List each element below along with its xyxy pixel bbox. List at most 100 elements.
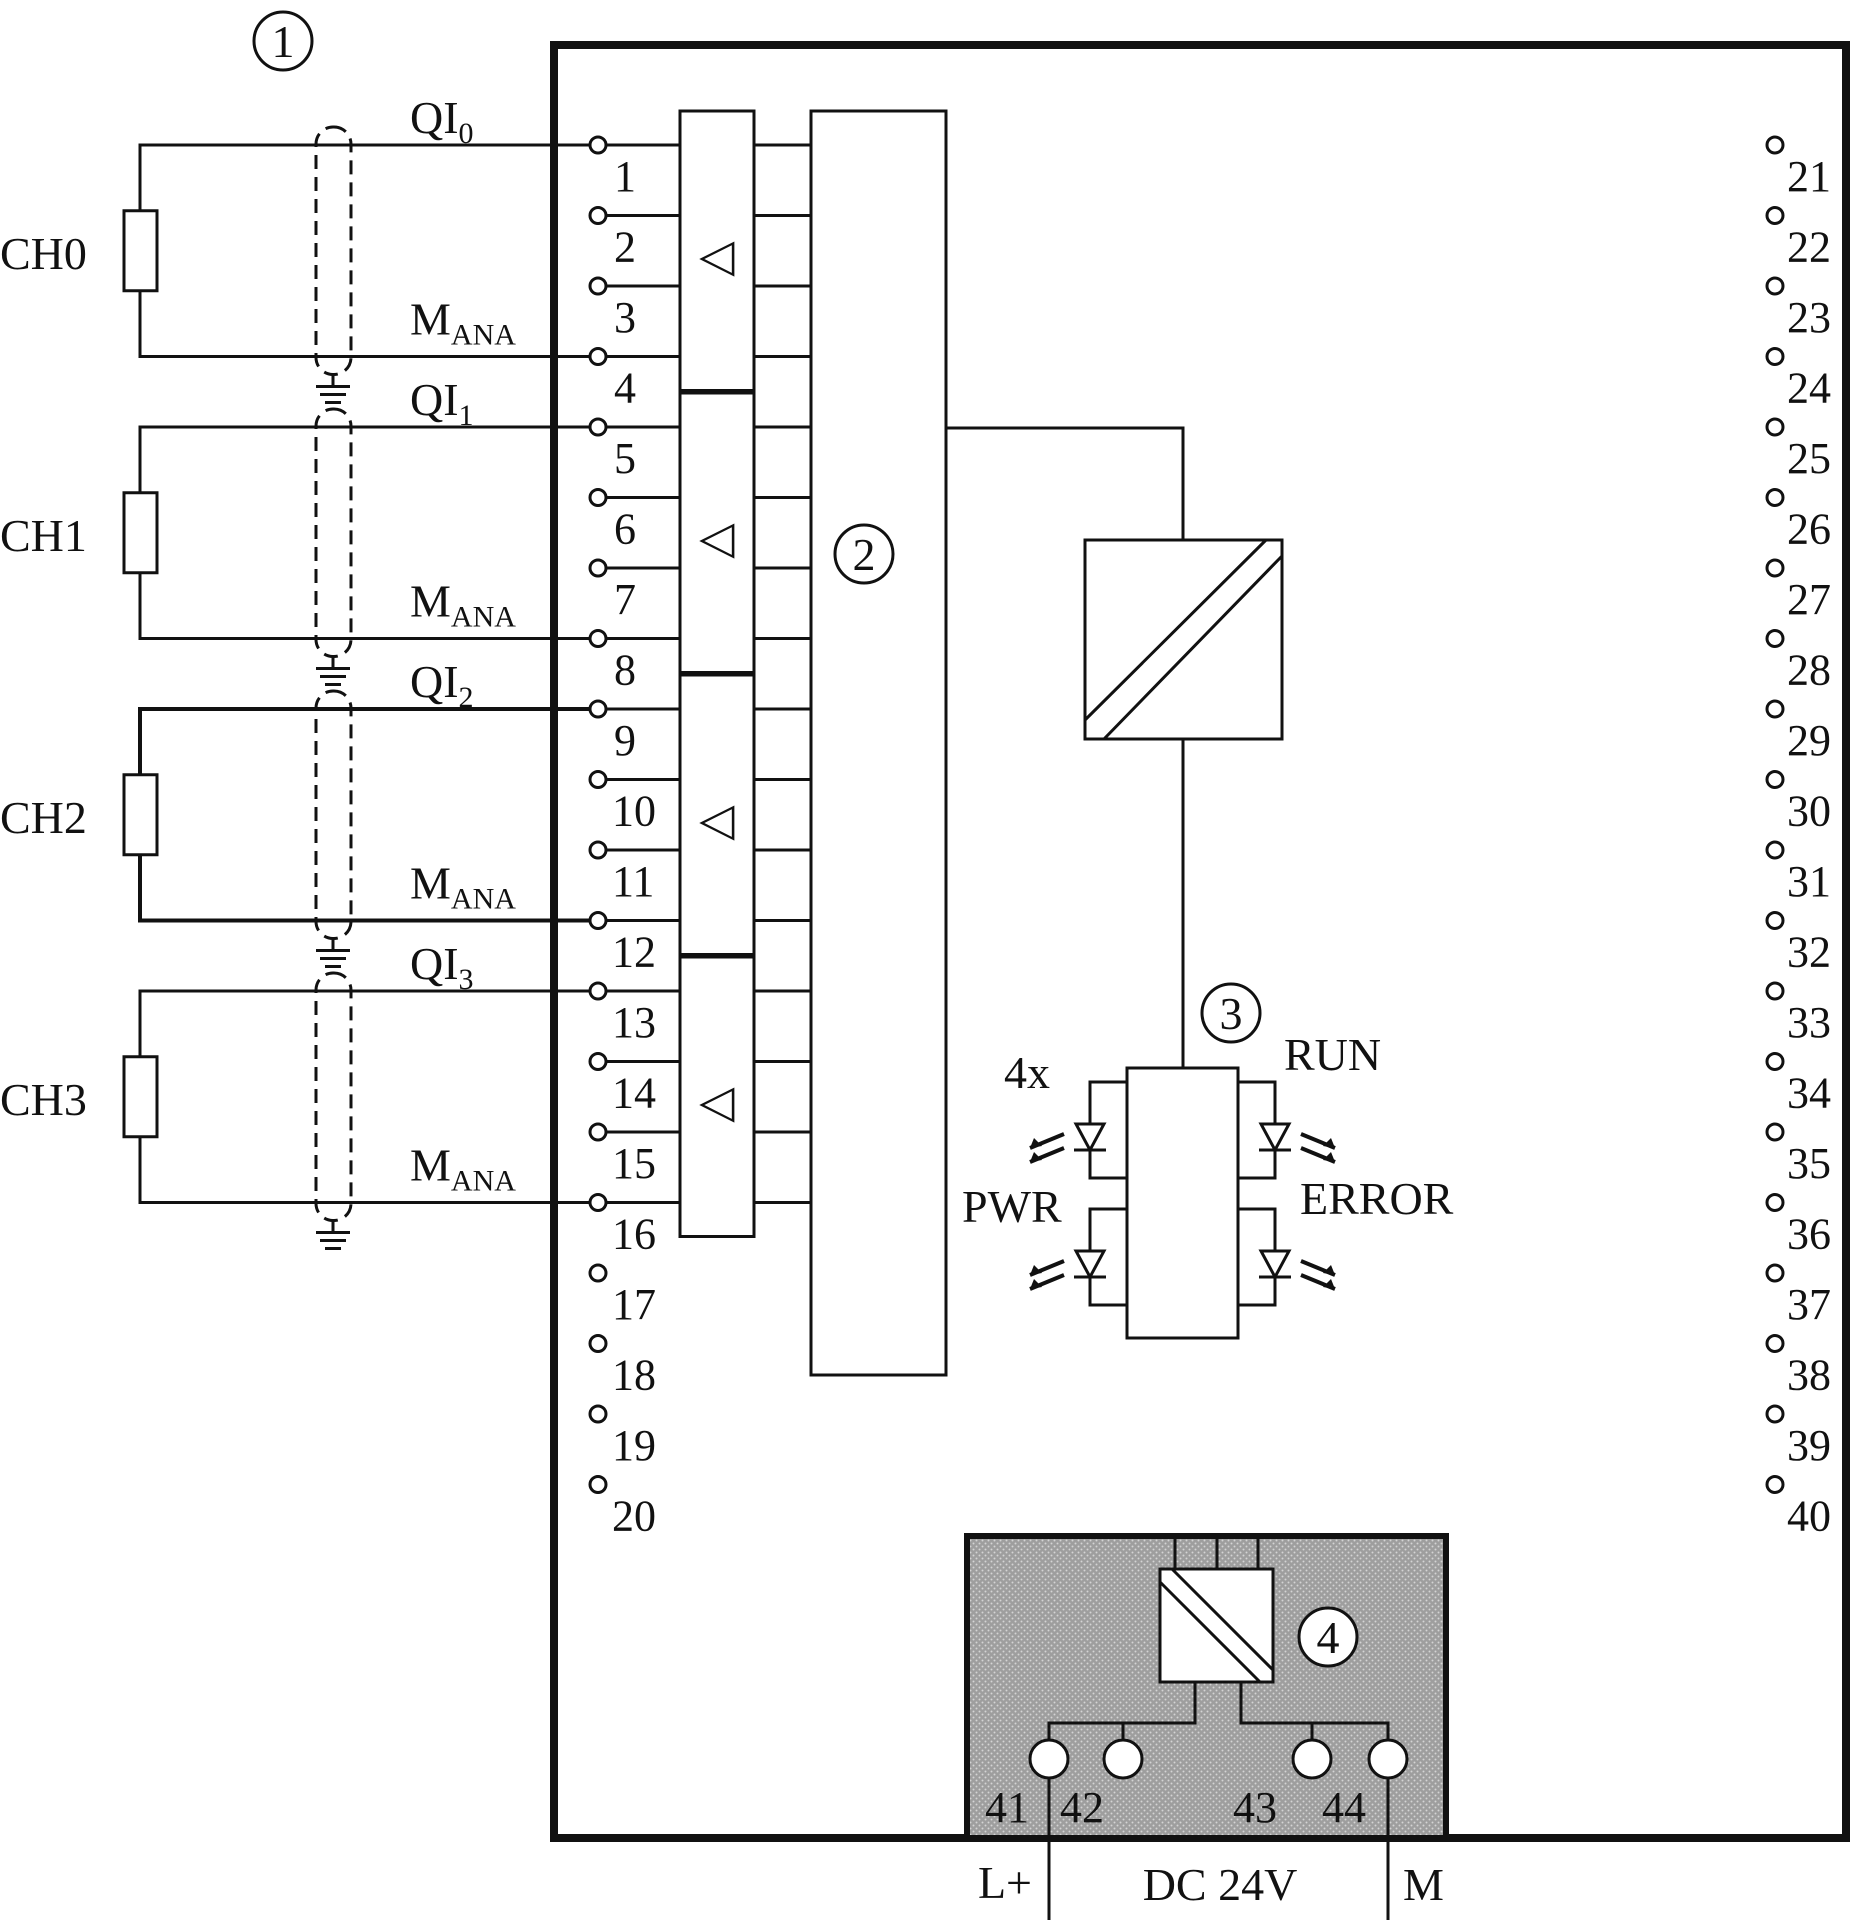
terminal-10	[588, 770, 608, 789]
terminal-39	[1765, 1404, 1785, 1424]
terminal-7	[588, 558, 608, 578]
terminal-label-7: 7	[614, 575, 636, 624]
terminal-13	[588, 981, 608, 1001]
isolation-converter	[1083, 538, 1284, 741]
light-arrowhead	[1323, 1138, 1335, 1148]
amplifier-box	[678, 673, 756, 956]
callout-3	[1200, 982, 1262, 1044]
terminal-label-42: 42	[1060, 1783, 1104, 1832]
led-diode	[1258, 1249, 1292, 1281]
led-error	[1238, 1207, 1336, 1307]
terminal-37	[1765, 1263, 1785, 1283]
terminal-32	[1765, 911, 1785, 930]
light-arrowhead	[1323, 1265, 1335, 1275]
terminal-18	[588, 1334, 608, 1353]
terminal-label-10: 10	[612, 787, 656, 836]
terminal-11	[588, 840, 608, 860]
terminal-42	[1102, 1738, 1144, 1780]
terminal-label-36: 36	[1787, 1210, 1831, 1259]
terminal-label-39: 39	[1787, 1421, 1831, 1470]
amplifier-3: ◁	[606, 955, 811, 1238]
amplifier-2: ◁	[606, 673, 811, 956]
terminal-label-33: 33	[1787, 998, 1831, 1047]
terminal-label-30: 30	[1787, 787, 1831, 836]
callout-label-3: 3	[1220, 988, 1243, 1039]
terminal-21	[1765, 135, 1785, 155]
terminal-label-34: 34	[1787, 1069, 1831, 1118]
terminal-12	[588, 911, 608, 930]
terminal-label-26: 26	[1787, 505, 1831, 554]
terminal-36	[1765, 1193, 1785, 1212]
terminal-label-41: 41	[985, 1783, 1029, 1832]
amplifier-1: ◁	[606, 391, 811, 674]
terminal-24	[1765, 347, 1785, 366]
cable-shield	[314, 407, 353, 658]
terminal-label-11: 11	[612, 857, 654, 906]
terminal-9	[588, 699, 608, 719]
callout-label-4: 4	[1317, 1612, 1340, 1663]
terminal-label-44: 44	[1322, 1783, 1366, 1832]
l-plus-label: L+	[978, 1857, 1032, 1908]
terminal-label-43: 43	[1233, 1783, 1277, 1832]
multiplexer-adc-block	[809, 109, 948, 1377]
terminal-label-32: 32	[1787, 928, 1831, 977]
terminal-19	[588, 1404, 608, 1424]
terminal-label-28: 28	[1787, 646, 1831, 695]
led-diode	[1073, 1122, 1107, 1154]
light-arrowhead	[1030, 1265, 1042, 1275]
terminal-label-35: 35	[1787, 1139, 1831, 1188]
callout-2	[833, 523, 895, 585]
light-arrowhead	[1323, 1279, 1335, 1289]
amplifier-symbol: ◁	[698, 1076, 735, 1127]
ps-converter-slash-2	[1170, 1567, 1275, 1672]
terminal-34	[1765, 1052, 1785, 1071]
run-label: RUN	[1284, 1029, 1381, 1080]
led-diode	[1258, 1122, 1292, 1154]
led-pwr-bottom	[1029, 1207, 1127, 1307]
terminal-22	[1765, 206, 1785, 225]
terminal-15	[588, 1122, 608, 1142]
light-arrowhead	[1030, 1279, 1042, 1289]
ps-converter-slash-1	[1158, 1580, 1262, 1684]
amplifier-0: ◁	[606, 109, 817, 392]
callout-label-1: 1	[272, 16, 295, 67]
terminal-41	[1028, 1738, 1070, 1780]
terminal-23	[1765, 276, 1785, 296]
terminal-label-4: 4	[614, 364, 636, 413]
terminal-label-8: 8	[614, 646, 636, 695]
input-amplifiers: ◁ ◁ ◁ ◁	[606, 109, 817, 1238]
led-pwr-top	[1029, 1080, 1127, 1180]
terminal-label-20: 20	[612, 1492, 656, 1541]
terminal-label-18: 18	[612, 1351, 656, 1400]
terminal-35	[1765, 1122, 1785, 1142]
terminal-label-38: 38	[1787, 1351, 1831, 1400]
light-arrowhead	[1030, 1138, 1042, 1148]
terminal-label-25: 25	[1787, 434, 1831, 483]
terminal-20	[588, 1475, 608, 1494]
terminal-1	[588, 135, 608, 155]
bus-line	[946, 426, 1185, 540]
qi-label-2: QI2	[410, 656, 474, 714]
mana-label-0: MANA	[410, 294, 516, 352]
pwr-label: PWR	[962, 1181, 1062, 1232]
sensor-resistor	[122, 1055, 159, 1139]
sensor-resistor	[122, 773, 159, 857]
terminal-40	[1765, 1475, 1785, 1494]
terminal-label-40: 40	[1787, 1492, 1831, 1541]
terminal-8	[588, 629, 608, 648]
ps-converter	[1158, 1567, 1275, 1684]
terminal-26	[1765, 488, 1785, 507]
terminal-25	[1765, 417, 1785, 437]
amplifier-symbol: ◁	[698, 230, 735, 281]
mana-label-1: MANA	[410, 576, 516, 634]
amplifier-symbol: ◁	[698, 512, 735, 563]
terminal-label-37: 37	[1787, 1280, 1831, 1329]
qi-label-1: QI1	[410, 374, 474, 432]
terminal-4	[588, 347, 608, 366]
terminal-label-2: 2	[614, 223, 636, 272]
